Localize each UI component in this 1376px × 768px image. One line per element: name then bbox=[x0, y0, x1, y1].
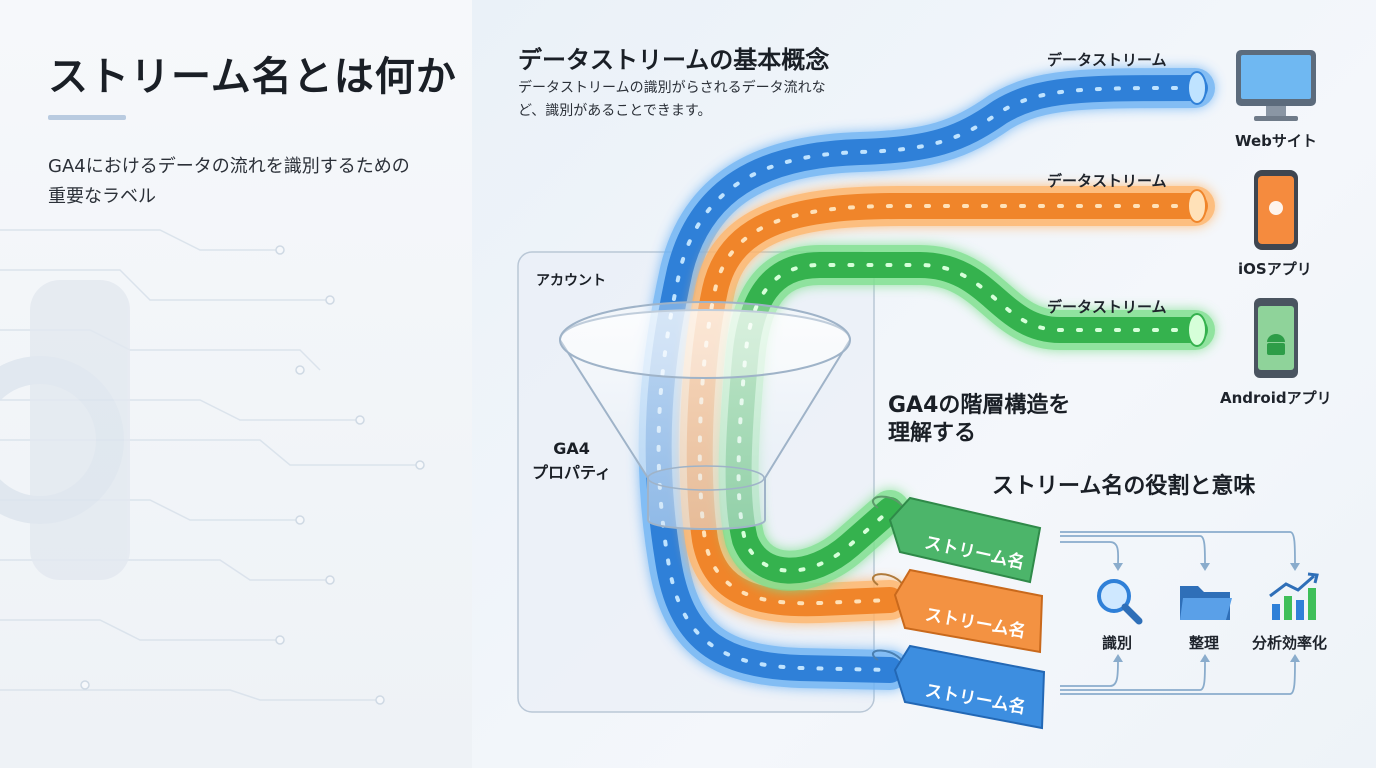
page-title: ストリーム名とは何か bbox=[48, 54, 457, 100]
stream-name-tag-green bbox=[871, 495, 1042, 584]
iphone-icon bbox=[1254, 170, 1298, 250]
magnifier-icon bbox=[1097, 579, 1143, 625]
function-label-organize: 整理 bbox=[1189, 634, 1220, 652]
stream-tube-web bbox=[638, 68, 1215, 690]
device-label-ios: iOSアプリ bbox=[1238, 260, 1312, 278]
monitor-icon bbox=[1236, 50, 1316, 121]
device-label-web: Webサイト bbox=[1235, 132, 1317, 150]
connector-arrowheads bbox=[1113, 563, 1300, 662]
stream-name-tag-blue bbox=[871, 644, 1046, 730]
stream-cap-ios bbox=[1187, 189, 1207, 223]
android-robot-icon bbox=[1267, 334, 1285, 355]
stream-name-tag-orange bbox=[871, 568, 1044, 654]
stream-cap-android bbox=[1187, 313, 1207, 347]
stream-cap-web bbox=[1187, 71, 1207, 105]
page-subtitle: GA4におけるデータの流れを識別するための 重要なラベル bbox=[48, 152, 410, 212]
circuit-background bbox=[0, 229, 425, 705]
stream-label-ios: データストリーム bbox=[1047, 172, 1167, 190]
function-label-identify: 識別 bbox=[1102, 634, 1133, 652]
hierarchy-line-1: GA4の階層構造を bbox=[888, 393, 1071, 418]
android-phone-icon bbox=[1254, 298, 1298, 378]
account-label: アカウント bbox=[536, 273, 606, 289]
ga4-property-label: GA4 プロパティ bbox=[532, 437, 611, 485]
title-underline bbox=[48, 115, 126, 120]
hierarchy-line-2: 理解する bbox=[888, 421, 977, 446]
subtitle-line-2: 重要なラベル bbox=[48, 186, 156, 207]
function-label-analysis: 分析効率化 bbox=[1252, 634, 1328, 652]
subtitle-line-1: GA4におけるデータの流れを識別するための bbox=[48, 156, 410, 177]
stream-label-web: データストリーム bbox=[1047, 51, 1167, 69]
role-connectors bbox=[1060, 531, 1296, 695]
bar-chart-icon bbox=[1269, 572, 1319, 620]
hierarchy-title: GA4の階層構造を 理解する bbox=[888, 392, 1070, 448]
folder-icon bbox=[1180, 586, 1232, 620]
property-line-1: GA4 bbox=[553, 439, 590, 458]
device-label-android: Androidアプリ bbox=[1220, 389, 1332, 407]
left-panel bbox=[0, 0, 472, 768]
property-line-2: プロパティ bbox=[532, 463, 612, 482]
concept-desc-line-2: ど、識別があることできます。 bbox=[518, 103, 712, 119]
concept-desc-line-1: データストリームの識別がらされるデータ流れな bbox=[518, 80, 826, 96]
concept-title: データストリームの基本概念 bbox=[518, 46, 830, 74]
stream-label-android: データストリーム bbox=[1047, 298, 1167, 316]
funnel-icon bbox=[558, 301, 852, 530]
role-title: ストリーム名の役割と意味 bbox=[992, 474, 1256, 499]
apple-logo-icon bbox=[1269, 201, 1283, 215]
concept-description: データストリームの識別がらされるデータ流れな ど、識別があることできます。 bbox=[518, 77, 826, 123]
